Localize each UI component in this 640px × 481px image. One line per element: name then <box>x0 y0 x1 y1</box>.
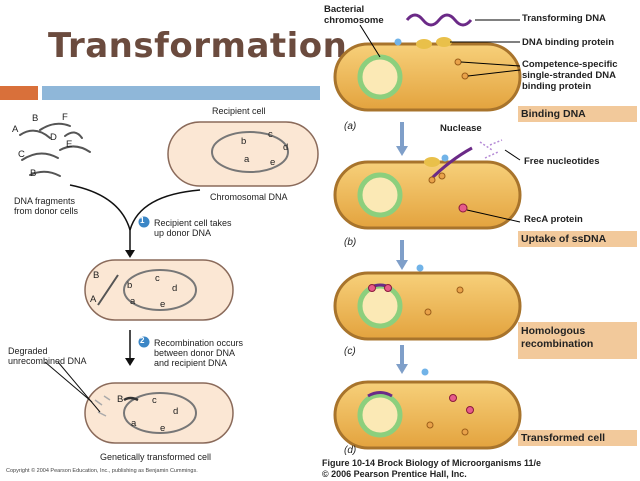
panel-a-label: (a) <box>344 121 357 132</box>
right-diagram <box>333 13 522 450</box>
left-diagram <box>19 121 319 444</box>
fragment-letter-a: A <box>12 124 19 135</box>
cell3-letter-a: a <box>131 418 137 429</box>
recipient-cell <box>167 121 319 187</box>
step-homologous-recombination: Homologous recombination <box>518 322 637 359</box>
step2-text: Recombination occurs between donor DNA a… <box>154 338 244 368</box>
recipient-cell-label: Recipient cell <box>212 106 266 116</box>
cell2-letter-b-upper: B <box>93 270 100 281</box>
merge-line-left <box>69 184 131 231</box>
cell3-letter-e: e <box>160 423 166 434</box>
transformed-cell-label: Genetically transformed cell <box>100 452 212 462</box>
reca-protein-label: RecA protein <box>524 214 583 225</box>
cell3-letter-c: c <box>152 395 157 406</box>
chrom-letter-c: c <box>268 129 273 140</box>
step2-number: 2 <box>140 336 145 345</box>
step1-number: 1 <box>140 216 145 225</box>
chrom-letter-d: d <box>283 142 289 153</box>
cell-after-uptake <box>84 259 234 321</box>
degraded-dna-label: Degraded unrecombined DNA <box>8 346 87 366</box>
fragment-letter-b: B <box>32 113 39 124</box>
figure-caption-line1: Figure 10-14 Brock Biology of Microorgan… <box>322 458 542 468</box>
cell2-letter-d: d <box>172 283 178 294</box>
panel-c-label: (c) <box>344 346 356 357</box>
free-nucleotides-label: Free nucleotides <box>524 156 600 167</box>
chrom-letter-a: a <box>244 154 250 165</box>
step-binding-dna: Binding DNA <box>518 106 637 122</box>
chrom-letter-b: b <box>241 136 247 147</box>
figure-caption-line2: © 2006 Pearson Prentice Hall, Inc. <box>322 469 467 479</box>
donor-fragments-label: DNA fragments from donor cells <box>14 196 79 216</box>
cell2-letter-c: c <box>155 273 160 284</box>
transforming-dna-label: Transforming DNA <box>522 13 606 24</box>
accent-bar-blue <box>42 86 320 100</box>
step-transformed-cell: Transformed cell <box>518 430 637 446</box>
panel-d-label: (d) <box>344 445 357 456</box>
competence-protein-label: Competence-specific single-stranded DNA … <box>522 59 618 92</box>
merge-line-right <box>129 189 201 231</box>
panel-b-label: (b) <box>344 237 357 248</box>
copyright-left: Copyright © 2004 Pearson Education, Inc.… <box>6 468 198 474</box>
cell2-letter-a: a <box>130 296 136 307</box>
cell3-letter-d: d <box>173 406 179 417</box>
fragment-letter-c: C <box>18 149 25 160</box>
step1-text: Recipient cell takes up donor DNA <box>154 218 232 238</box>
nuclease-label: Nuclease <box>440 123 482 134</box>
transformed-cell <box>84 382 234 444</box>
recipient-chromosome <box>211 131 289 173</box>
fragment-letter-b2: B <box>30 168 37 179</box>
donor-fragments <box>19 122 91 177</box>
step2-bubble <box>138 336 150 348</box>
chrom-letter-e: e <box>270 157 276 168</box>
fragment-letter-e: E <box>66 139 73 150</box>
cell2-letter-b: b <box>127 280 133 291</box>
bacterial-chromosome-label: Bacterial chromosome <box>324 4 384 26</box>
slide-title: Transformation <box>48 26 348 66</box>
chromosomal-dna-label: Chromosomal DNA <box>210 192 288 202</box>
dna-binding-protein-label: DNA binding protein <box>522 37 614 48</box>
fragment-letter-f: F <box>62 112 68 123</box>
accent-bar-orange <box>0 86 38 100</box>
cell2-letter-e: e <box>160 299 166 310</box>
cell2-letter-a-upper: A <box>90 294 97 305</box>
step1-bubble <box>138 216 150 228</box>
fragment-letter-d: D <box>50 132 57 143</box>
step-uptake-ssdna: Uptake of ssDNA <box>518 231 637 247</box>
cell3-letter-b: B <box>117 394 124 405</box>
